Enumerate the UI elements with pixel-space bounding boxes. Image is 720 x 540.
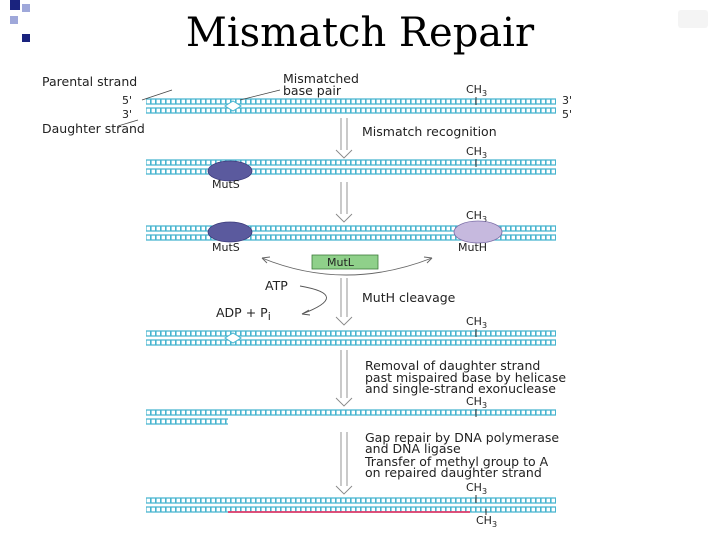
atp-hydrolysis-arrow	[299, 285, 327, 315]
methyl-label: CH3	[466, 395, 487, 410]
slide-title: Mismatch Repair	[185, 10, 535, 56]
mutl-link-arrow	[261, 257, 433, 276]
three-prime-left: 3'	[122, 108, 132, 121]
strand-ticks	[146, 419, 228, 424]
step-removal-line1: Removal of daughter strand	[365, 358, 540, 373]
mismatched-label: Mismatched	[283, 71, 359, 86]
mismatch-bubble	[224, 100, 242, 112]
pointer-line	[239, 89, 281, 101]
arrowhead	[423, 256, 433, 264]
decor-square	[22, 4, 30, 12]
methyl-label: CH3	[466, 83, 487, 98]
step-gap-line2: and DNA ligase	[365, 441, 461, 456]
methyl-label: CH3	[466, 315, 487, 330]
methyl-label: CH3	[476, 514, 497, 529]
strand-ticks	[146, 235, 556, 240]
step-removal-line3: and single-strand exonuclease	[365, 381, 556, 396]
mutl-protein	[311, 254, 379, 270]
strand-ticks	[146, 160, 556, 165]
strand-ticks	[146, 410, 556, 415]
process-arrowhead	[335, 397, 353, 407]
base-pair-label: base pair	[283, 83, 342, 98]
methyl-label: CH3	[466, 209, 487, 224]
process-arrowhead	[335, 213, 353, 223]
muts-label: MutS	[212, 178, 240, 191]
step-gap-line1: Gap repair by DNA polymerase	[365, 430, 559, 445]
pointer-line	[117, 119, 139, 127]
methyl-label: CH3	[466, 145, 487, 160]
decor-square	[10, 0, 20, 10]
step-mismatch-recognition: Mismatch recognition	[362, 124, 497, 139]
strand-ticks	[146, 498, 556, 503]
decor-square	[22, 34, 30, 42]
strand-ticks	[146, 169, 556, 174]
five-prime-right: 5'	[562, 108, 572, 121]
strand-ticks	[146, 331, 556, 336]
muts-protein	[207, 160, 253, 182]
methyl-label: CH3	[466, 481, 487, 496]
corner-mark	[678, 10, 708, 28]
arrowhead	[301, 309, 311, 316]
decor-square	[10, 16, 18, 24]
strand-ticks	[146, 108, 556, 113]
strand-ticks	[146, 507, 556, 512]
muth-label: MutH	[458, 241, 487, 254]
process-arrowhead	[335, 149, 353, 159]
muts-protein	[207, 221, 253, 243]
mismatch-bubble	[224, 332, 242, 344]
pointer-line	[141, 89, 173, 101]
daughter-strand-label: Daughter strand	[42, 121, 145, 136]
process-arrowhead	[335, 316, 353, 326]
five-prime-left: 5'	[122, 94, 132, 107]
step-transfer-line1: Transfer of methyl group to A	[364, 454, 549, 469]
adp-label: ADP + Pi	[216, 305, 271, 323]
atp-label: ATP	[265, 278, 288, 293]
muth-protein	[453, 220, 503, 244]
strand-ticks	[146, 226, 556, 231]
three-prime-right: 3'	[562, 94, 572, 107]
strand-ticks	[146, 340, 556, 345]
process-arrowhead	[335, 485, 353, 495]
mutl-label: MutL	[327, 256, 355, 269]
step-removal-line2: past mispaired base by helicase	[365, 370, 566, 385]
strand-ticks	[146, 99, 556, 104]
step-muth-cleavage: MutH cleavage	[362, 290, 456, 305]
step-transfer-line2: on repaired daughter strand	[365, 465, 542, 480]
muts-label: MutS	[212, 241, 240, 254]
arrowhead	[261, 256, 271, 264]
parental-strand-label: Parental strand	[42, 74, 137, 89]
